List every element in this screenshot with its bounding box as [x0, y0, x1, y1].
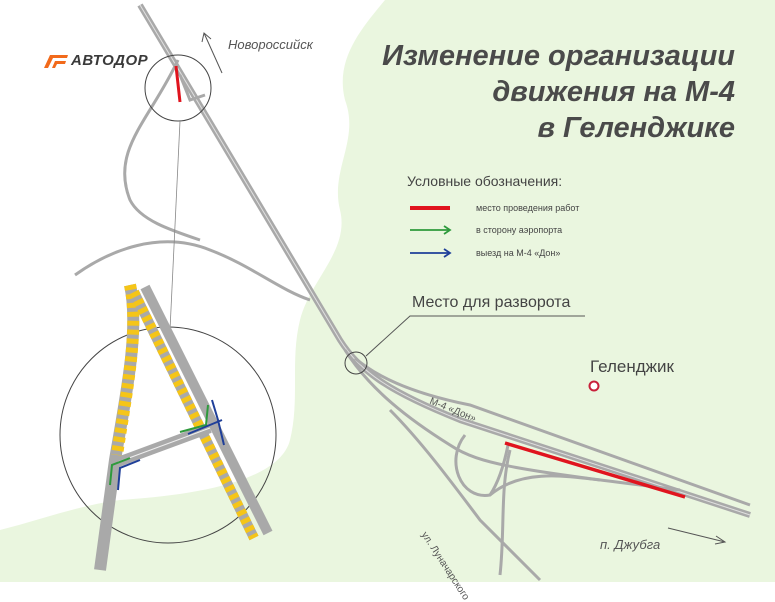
red-line-icon [410, 203, 456, 213]
logo-icon [44, 54, 68, 68]
detail-circle-top [144, 54, 212, 122]
city-marker-icon [588, 380, 600, 392]
title-line-2: движения на М-4 [492, 76, 735, 108]
label-novorossiysk: Новороссийск [228, 37, 313, 52]
legend-item-works: место проведения работ [410, 203, 579, 213]
label-gelendzhik: Геленджик [590, 357, 674, 376]
legend-label: в сторону аэропорта [476, 225, 563, 235]
works-segment [504, 441, 686, 499]
avtodor-logo: АВТОДОР [42, 52, 148, 69]
green-arrow-icon [410, 225, 456, 235]
legend-item-exit: выезд на М-4 «Дон» [410, 248, 560, 258]
label-dzhubga: п. Джубга [600, 537, 661, 552]
detail-roads [94, 283, 273, 571]
legend-title: Условные обозначения: [407, 173, 563, 189]
works-segment-top [174, 65, 182, 103]
legend-label: выезд на М-4 «Дон» [476, 248, 561, 258]
u-turn-circle [344, 351, 368, 375]
arrow-novorossiysk-icon [203, 32, 223, 74]
legend-item-airport: в сторону аэропорта [410, 225, 562, 235]
legend-label: место проведения работ [476, 203, 580, 213]
green-area [0, 0, 775, 582]
title-line-3: в Геленджике [537, 112, 735, 144]
label-u-turn: Место для разворота [412, 294, 571, 311]
page-title: Изменение организации движения на М-4 в … [382, 38, 735, 146]
map-canvas [0, 0, 775, 582]
logo-text: АВТОДОР [71, 52, 149, 69]
blue-arrow-icon [410, 248, 456, 258]
title-line-1: Изменение организации [382, 40, 735, 72]
secondary-roads [74, 59, 751, 582]
arrow-dzhubga-icon [667, 527, 726, 543]
